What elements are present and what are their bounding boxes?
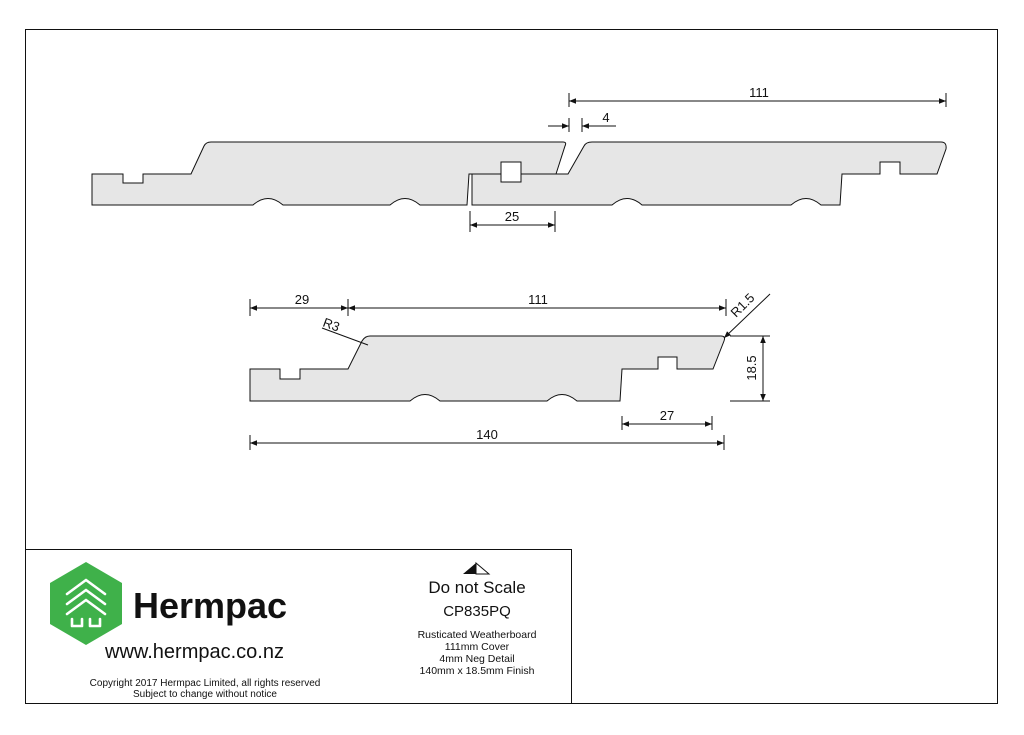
product-code: CP835PQ [443,603,511,620]
hermpac-logo [50,562,122,645]
scale-note: Do not Scale [428,578,525,597]
triangle-icon [463,561,491,575]
dim-label-cover-bottom: 111 [528,292,548,307]
radius-label-left: R3 [321,315,342,335]
description-line-4: 140mm x 18.5mm Finish [420,665,535,677]
board-single [249,335,726,402]
radius-label-right: R1.5 [728,290,758,320]
radius-leader-left [321,327,369,346]
dim-label-width: 140 [476,427,498,442]
title-block: Hermpac www.hermpac.co.nz Copyright 2017… [25,549,572,704]
radius-leader-right [723,293,771,339]
description-line-3: 4mm Neg Detail [439,653,514,665]
top-profile-assembly: 111 4 25 [91,85,947,232]
description-line-1: Rusticated Weatherboard [418,629,537,641]
dim-label-gap: 4 [602,110,609,125]
description-line-2: 111mm Cover [445,641,510,653]
board-left [91,141,567,206]
board-right [471,141,947,206]
bottom-profile: 29 111 R3 R1.5 18.5 27 140 [249,290,771,450]
website-link[interactable]: www.hermpac.co.nz [104,641,284,663]
house-stack-icon [65,578,107,628]
tongue-square [500,161,522,183]
dim-label-left: 29 [295,292,309,307]
copyright-line-2: Subject to change without notice [133,689,277,700]
copyright-line-1: Copyright 2017 Hermpac Limited, all righ… [90,678,321,689]
dim-label-overlap: 25 [505,209,519,224]
logo-hexagon [50,562,122,645]
brand-name: Hermpac [133,585,287,626]
dim-label-cover-top: 111 [749,85,769,100]
dim-label-groove: 27 [660,408,674,423]
dim-label-thickness: 18.5 [744,355,759,380]
